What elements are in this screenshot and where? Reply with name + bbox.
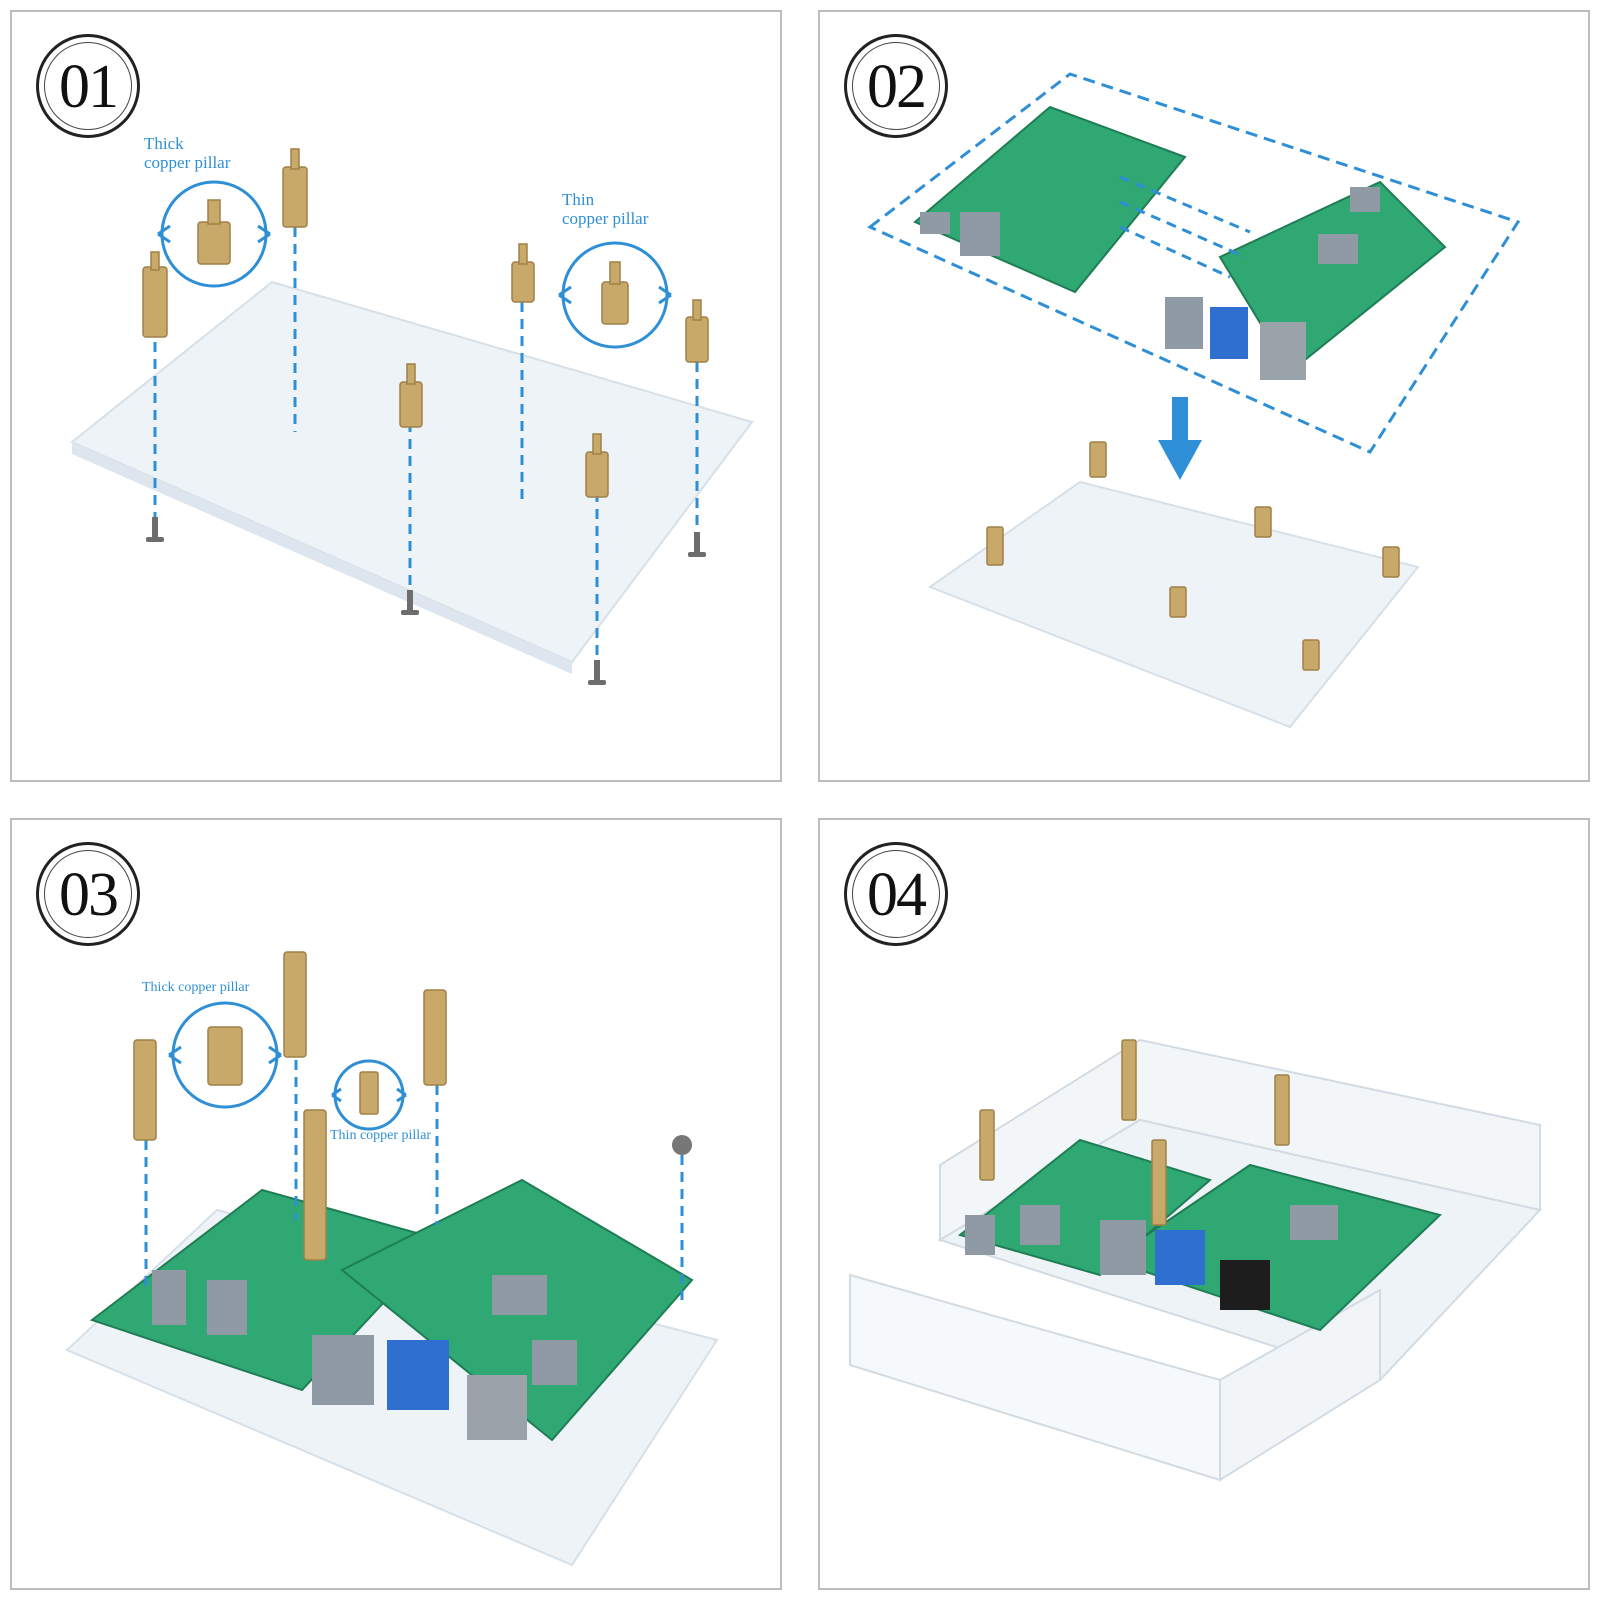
copper-pillars (133, 951, 447, 1261)
raspberry-pi-board (1218, 180, 1447, 374)
screw (672, 1135, 692, 1155)
step-number-badge: 03 (36, 842, 140, 946)
connector-guides (1119, 175, 1251, 279)
step-04-panel: 04 (818, 818, 1590, 1590)
thick-pillar-zoom (168, 1001, 282, 1109)
step-04-illustration (849, 1038, 1542, 1482)
down-arrow (1158, 397, 1202, 480)
ports (152, 1270, 577, 1440)
thin-pillar-zoom (558, 241, 672, 349)
thick-copper-pillar-label: Thick copper pillar (144, 134, 231, 172)
step-number: 01 (59, 52, 119, 121)
step-number: 02 (867, 52, 927, 121)
ports (920, 187, 1380, 380)
step-02-illustration (867, 72, 1521, 729)
step-number: 04 (867, 860, 927, 929)
step-01-illustration (70, 148, 754, 685)
step-02-panel: 02 (818, 10, 1590, 782)
thick-pillar-zoom (157, 180, 271, 288)
acrylic-base-edge (72, 442, 572, 674)
ports (965, 1205, 1338, 1310)
step-01-panel: 01 (10, 10, 782, 782)
thin-pillar-zoom (331, 1059, 407, 1131)
step-03-illustration (65, 951, 719, 1567)
step-03-panel: 03 Thic (10, 818, 782, 1590)
copper-pillars (986, 441, 1400, 671)
copper-pillars (979, 1039, 1290, 1226)
copper-pillars (142, 148, 709, 498)
screws (146, 517, 706, 685)
board-dashed-outline (867, 72, 1521, 454)
step-number-badge: 04 (844, 842, 948, 946)
guide-lines (153, 227, 699, 672)
guide-lines (144, 1060, 684, 1300)
thick-copper-pillar-label: Thick copper pillar (142, 980, 250, 995)
step-number-badge: 01 (36, 34, 140, 138)
thin-copper-pillar-label: Thin copper pillar (562, 190, 649, 228)
thin-copper-pillar-label: Thin copper pillar (330, 1128, 432, 1143)
step-number-badge: 02 (844, 34, 948, 138)
step-number: 03 (59, 860, 119, 929)
